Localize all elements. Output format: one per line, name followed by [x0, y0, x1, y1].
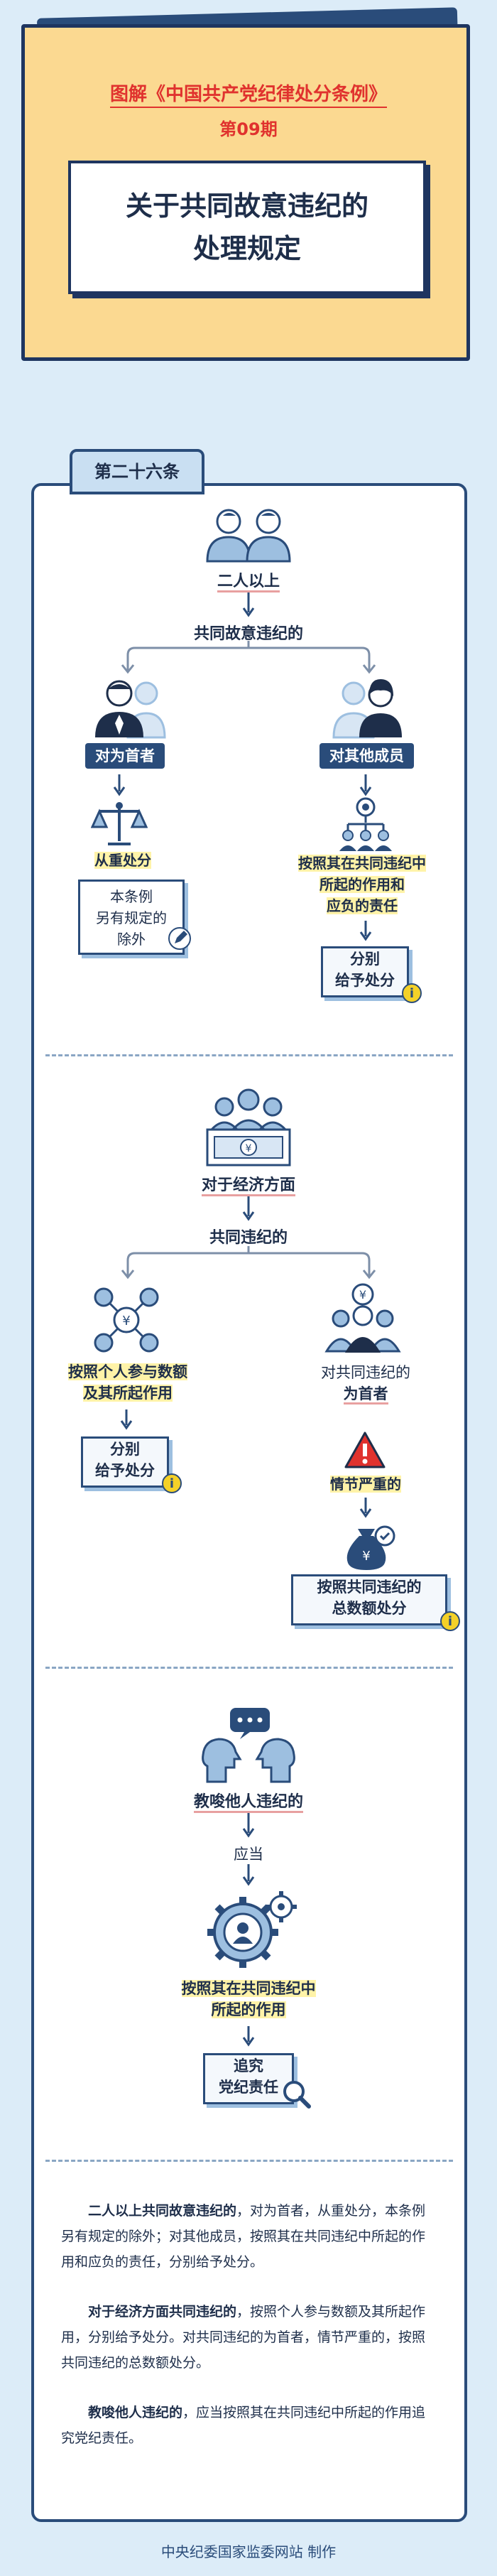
right-role-line1: 对共同违纪的: [321, 1364, 410, 1381]
arrow-down-icon: [242, 1813, 255, 1838]
arrow-down-icon: [242, 1864, 255, 1886]
svg-text:¥: ¥: [122, 1314, 130, 1328]
section-divider: [45, 1667, 453, 1669]
summary-paragraph: 教唆他人违纪的，应当按照其在共同违纪中所起的作用追究党纪责任。: [61, 2405, 426, 2446]
result-line: 分别: [110, 1441, 140, 1458]
severity-label: 情节严重的: [330, 1476, 401, 1493]
left-action: 按照个人参与数额 及其所起作用: [68, 1363, 187, 1402]
economic-scope-label: 对于经济方面: [142, 1172, 355, 1196]
arrow-down-icon: [242, 2026, 255, 2047]
branch-connector: [121, 1246, 376, 1279]
magnifier-icon: [283, 2081, 311, 2109]
svg-text:¥: ¥: [359, 1288, 366, 1301]
should-label: 应当: [234, 1846, 263, 1863]
left-action: 从重处分: [94, 852, 151, 869]
joint-violation-label: 共同故意违纪的: [193, 625, 303, 643]
arrow-down-icon: [359, 921, 372, 941]
scales-icon: [91, 802, 148, 845]
joint-violation-label: 共同违纪的: [209, 1229, 288, 1247]
footer-credit: 中央纪委国家监委网站 制作: [160, 2543, 337, 2560]
people-label: 二人以上: [178, 568, 320, 592]
arrow-down-icon: [242, 1196, 255, 1221]
section-divider: [45, 2160, 453, 2162]
right-role-line2: 为首者: [284, 1382, 447, 1405]
left-role-pill: 对为首者: [85, 743, 165, 769]
warning-icon: [344, 1432, 386, 1468]
info-icon: i: [162, 1473, 182, 1493]
result-line: 按照共同违纪的: [317, 1579, 422, 1596]
leader-money-icon: ¥: [324, 1283, 401, 1353]
speech-heads-icon: [202, 1708, 295, 1783]
right-action: 按照其在共同违纪中 所起的作用和 应负的责任: [298, 855, 426, 914]
result-line: 给予处分: [95, 1462, 155, 1479]
article-tab: 第二十六条: [70, 449, 204, 494]
summary-paragraph: 对于经济方面共同违纪的，按照个人参与数额及其所起作用，分别给予处分。对共同违纪的…: [61, 2304, 426, 2371]
issue-number: 第09期: [219, 119, 278, 139]
page-title: 关于共同故意违纪的 处理规定: [68, 161, 426, 294]
pen-icon: [168, 927, 191, 950]
money-group-icon: ¥: [206, 1088, 291, 1167]
group-network-icon: [339, 797, 392, 851]
instigation-label: 教唆他人违纪的: [142, 1789, 355, 1813]
arrow-down-icon: [113, 774, 126, 796]
two-people-icon: [206, 509, 291, 563]
left-note-box: 本条例 另有规定的 除外: [78, 880, 185, 955]
right-role-pill: 对其他成员: [320, 743, 414, 769]
result-line: 给予处分: [335, 972, 395, 989]
info-icon: i: [402, 983, 422, 1003]
page-title-line1: 关于共同故意违纪的: [125, 190, 368, 222]
network-money-icon: ¥: [94, 1287, 159, 1353]
svg-text:¥: ¥: [246, 1143, 252, 1154]
note-line: 另有规定的: [96, 909, 167, 926]
gears-person-icon: [207, 1891, 297, 1968]
result-line: 追究: [234, 2057, 263, 2074]
result-line: 分别: [350, 951, 380, 968]
leader-icon: [95, 680, 166, 739]
right-role: 对共同违纪的 为首者: [284, 1361, 447, 1405]
instigation-result-box: 追究 党纪责任: [203, 2053, 294, 2104]
right-result-box: 按照共同违纪的 总数额处分: [291, 1574, 447, 1625]
result-line: 总数额处分: [332, 1600, 407, 1617]
page-title-line2: 处理规定: [192, 233, 301, 264]
arrow-down-icon: [359, 774, 372, 796]
note-line: 除外: [117, 931, 146, 948]
left-result-box: 分别 给予处分: [81, 1436, 169, 1488]
branch-connector: [121, 641, 376, 674]
series-title: 图解《中国共产党纪律处分条例》: [0, 80, 497, 108]
result-line: 党纪责任: [219, 2079, 278, 2096]
info-icon: i: [440, 1611, 460, 1631]
arrow-down-icon: [359, 1498, 372, 1518]
summary-paragraph: 二人以上共同故意违纪的，对为首者，从重处分，本条例另有规定的除外；对其他成员，按…: [61, 2203, 426, 2270]
money-bag-icon: ¥: [346, 1525, 395, 1570]
right-result-box: 分别 给予处分: [321, 946, 409, 997]
arrow-down-icon: [242, 592, 255, 617]
section-divider: [45, 1054, 453, 1056]
summary-text: 二人以上共同故意违纪的，对为首者，从重处分，本条例另有规定的除外；对其他成员，按…: [61, 2198, 437, 2475]
svg-text:¥: ¥: [362, 1549, 370, 1564]
team-member-icon: [332, 679, 402, 739]
arrow-down-icon: [120, 1409, 133, 1430]
instigation-action: 按照其在共同违纪中 所起的作用: [181, 1980, 316, 2018]
note-line: 本条例: [110, 888, 153, 905]
